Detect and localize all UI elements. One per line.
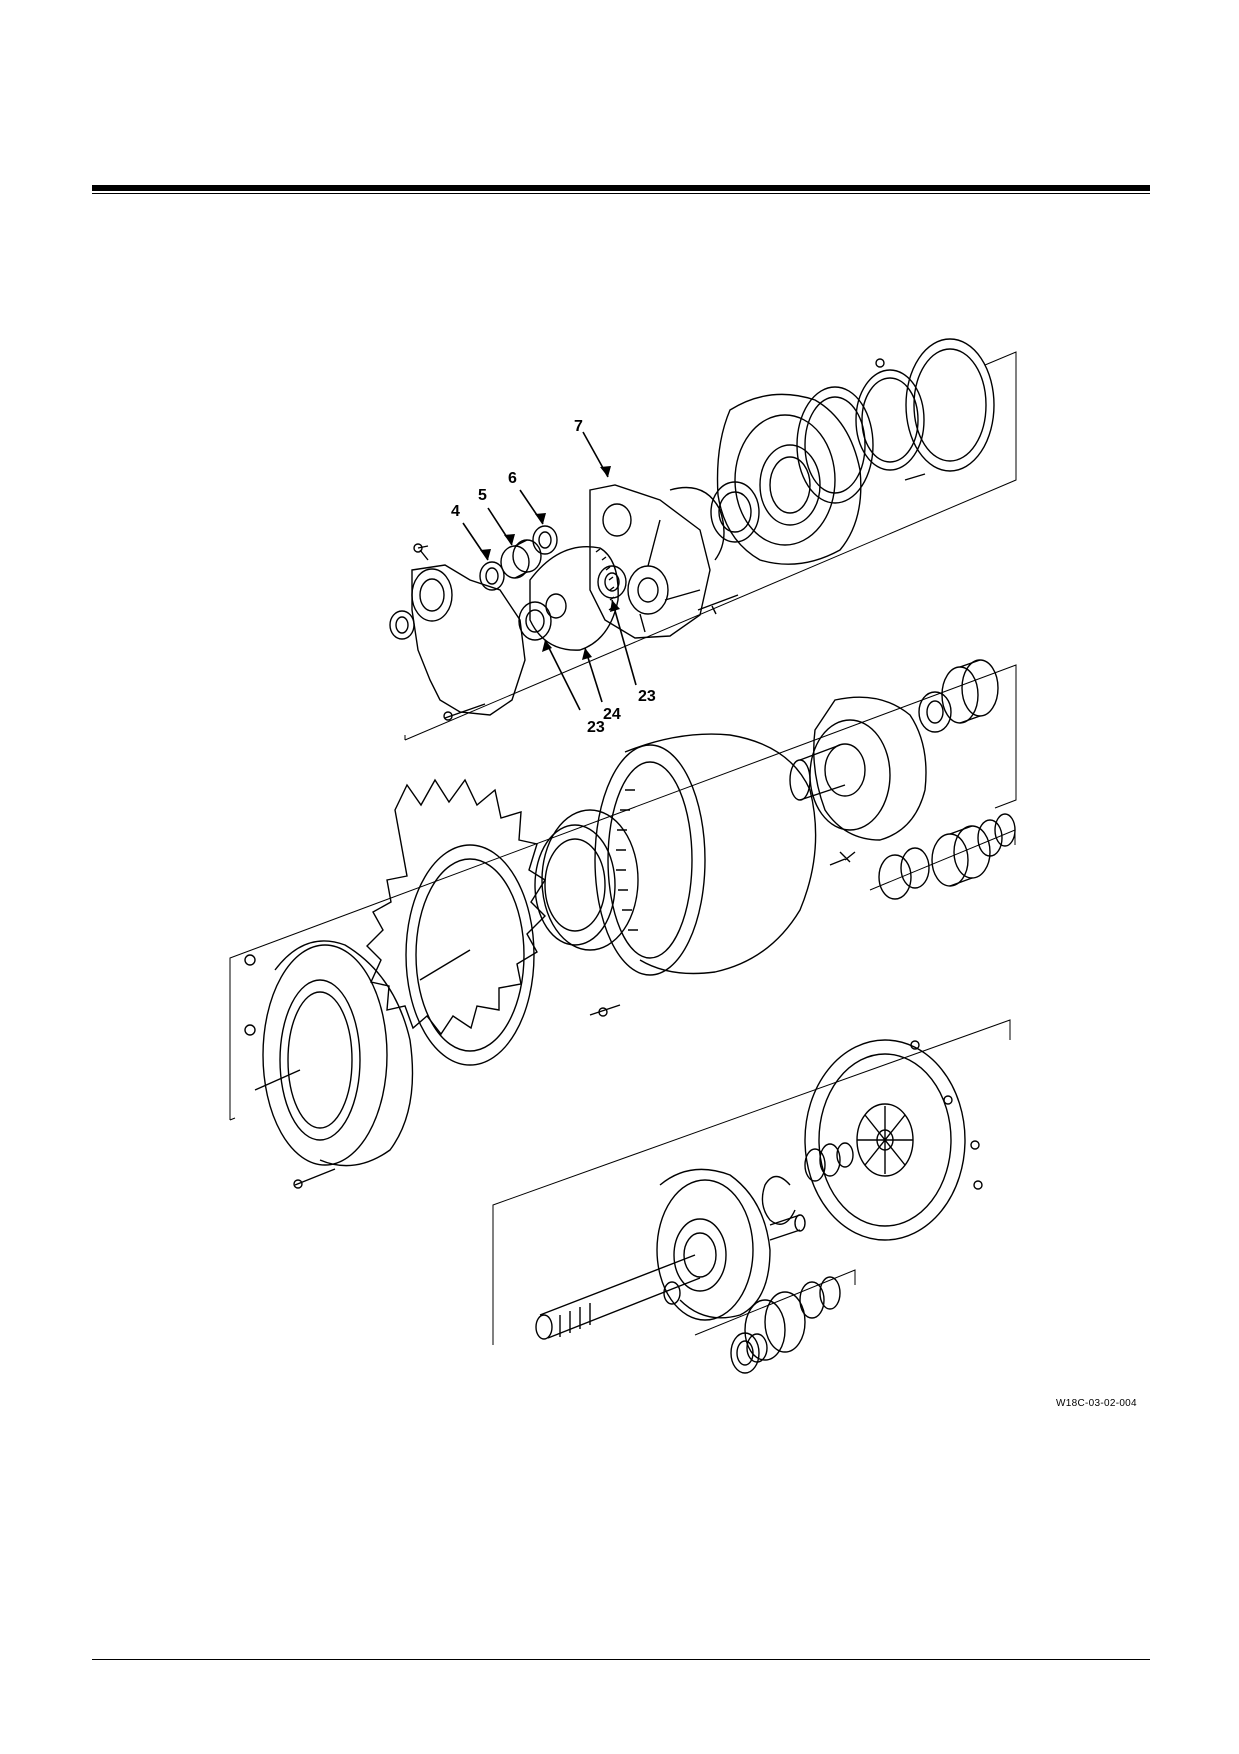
callout-5: 5 [478, 487, 487, 504]
flange-ring [796, 386, 874, 504]
upper-bolts [413, 473, 926, 721]
callout-6: 6 [508, 470, 517, 487]
callout-arrowheads [480, 466, 620, 660]
motor-housing [716, 393, 862, 565]
small-bearing-6 [532, 525, 558, 555]
end-plate [875, 338, 995, 472]
middle-assembly-frame [229, 664, 1017, 1121]
main-bearing [534, 809, 639, 951]
hub-flange [254, 940, 414, 1167]
upper-assembly-frame [404, 351, 1017, 741]
bearing-23-lower [518, 601, 552, 641]
lower-sun-gear [804, 1142, 854, 1182]
pin [769, 1214, 806, 1241]
lower-planet-carrier [656, 1168, 771, 1321]
cover-plate-lower [804, 1039, 966, 1241]
thrust-washer [918, 691, 952, 733]
spline-shaft [789, 744, 846, 801]
callout-23-left: 23 [587, 719, 605, 736]
footer-rule [92, 1659, 1150, 1660]
output-shaft [535, 1254, 701, 1340]
lower-assembly-frame [492, 1019, 1011, 1345]
figure-id: W18C-03-02-004 [1056, 1398, 1137, 1409]
callout-leaders [462, 431, 637, 711]
cover-housing [389, 564, 526, 716]
callout-4: 4 [451, 503, 460, 520]
middle-bolts [244, 851, 856, 1189]
callout-23-right: 23 [638, 688, 656, 705]
lower-planet-set [694, 1269, 856, 1374]
header-rule [92, 185, 1150, 191]
lower-bolts [910, 1040, 983, 1190]
ring-gear-drum [594, 733, 817, 976]
snap-ring [761, 1175, 796, 1225]
carrier-7 [589, 484, 711, 639]
sprocket [366, 778, 546, 1066]
callout-7: 7 [574, 418, 583, 435]
planet-gear-5 [500, 539, 542, 579]
planet-gear-upper [941, 659, 999, 724]
planet-gear-lower [869, 813, 1016, 900]
planetary-carrier [809, 696, 927, 841]
callout-24: 24 [603, 706, 621, 723]
seal-ring [855, 369, 925, 471]
sun-gear-disc [529, 546, 619, 651]
header-rule-thin [92, 193, 1150, 194]
small-bearing-4 [479, 561, 505, 591]
thrust-ring-lower [663, 1281, 681, 1305]
bearing-23-upper [597, 565, 627, 599]
